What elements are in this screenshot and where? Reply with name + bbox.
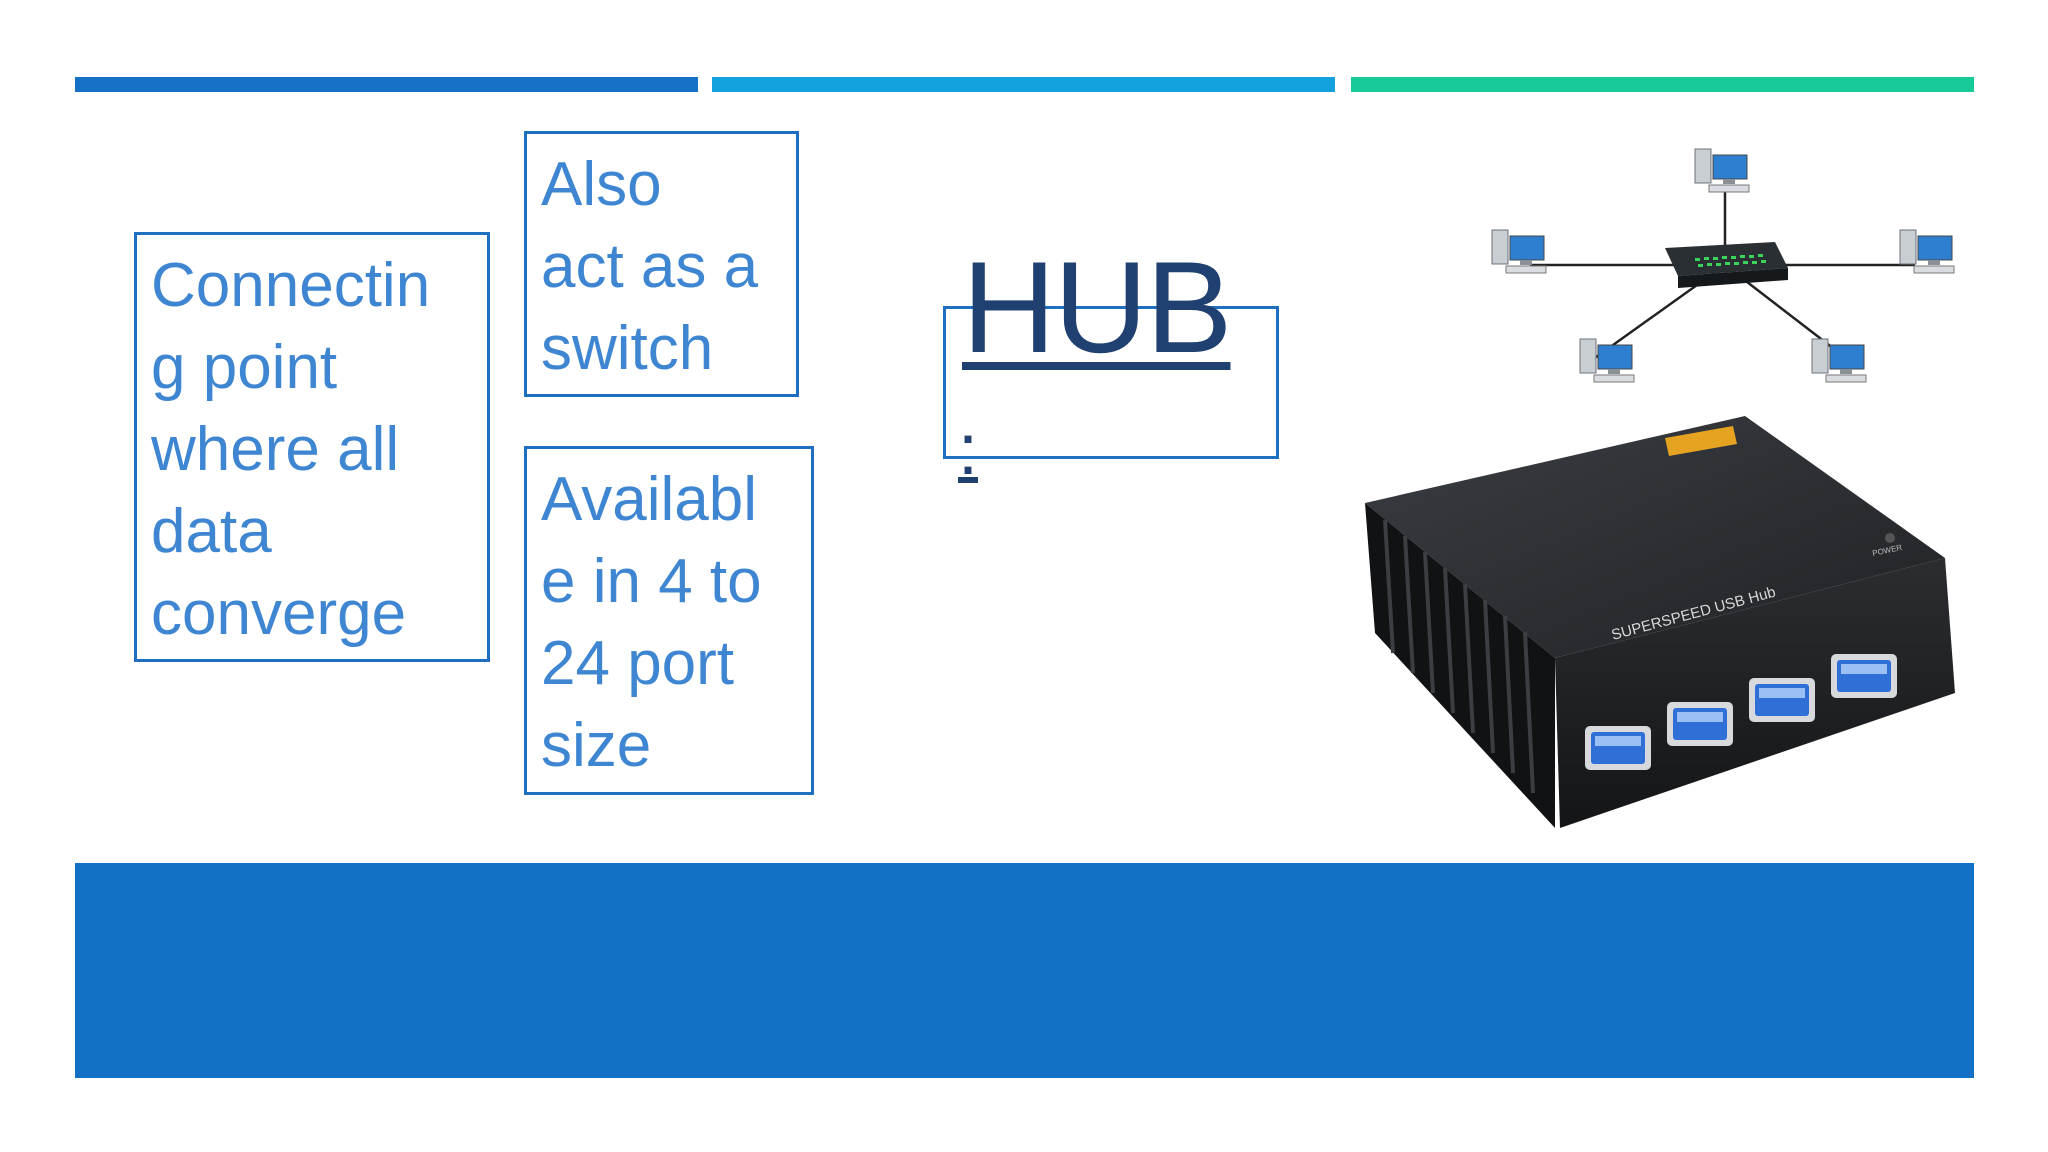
accent-bar-left [75,77,698,92]
computer-icon [1579,338,1635,383]
hub-network-diagram [1491,148,1955,383]
computer-icon [1899,229,1955,274]
textbox-also-switch[interactable]: Also act as a switch [524,131,799,397]
title-placeholder-frame[interactable] [943,306,1279,459]
computer-icon [1694,148,1750,193]
usb-port-icon [1831,654,1897,698]
slide-title[interactable]: HUB [962,234,1232,380]
usb-port-icon [1749,678,1815,722]
computer-icon [1491,229,1547,274]
usb-port-icon [1667,702,1733,746]
usb-port-icon [1585,726,1651,770]
network-switch-icon [1665,242,1788,288]
title-colon: : [958,410,979,490]
accent-bar-right [1351,77,1974,92]
textbox-connecting-point[interactable]: Connectin g point where all data converg… [134,232,490,662]
accent-bar-middle [712,77,1335,92]
usb-hub-device-image: SUPERSPEED USB Hub POWER [1365,416,1955,828]
textbox-available-ports[interactable]: Availabl e in 4 to 24 port size [524,446,814,795]
footer-band [75,863,1974,1078]
computer-icon [1811,338,1867,383]
